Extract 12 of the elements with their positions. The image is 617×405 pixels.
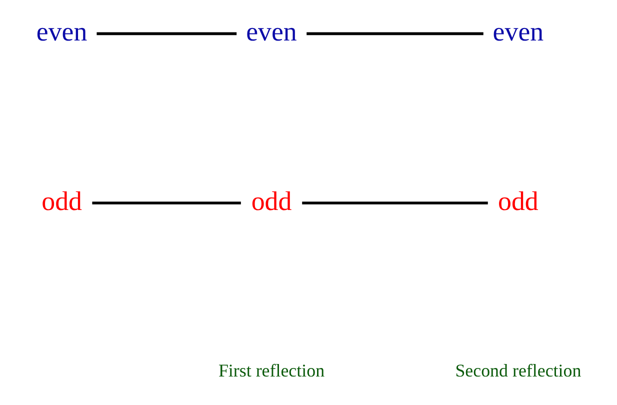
connector [96,32,237,35]
node-text: odd [42,185,82,216]
connector [92,201,241,204]
node-text: even [36,16,88,46]
node-text: odd [251,185,292,216]
connector [306,32,484,35]
node-text: even [492,16,544,46]
label: Second reflection [455,360,582,380]
connector [302,201,488,204]
label: First reflection [218,360,325,380]
node-text: even [246,16,297,46]
node-text: odd [498,185,538,216]
